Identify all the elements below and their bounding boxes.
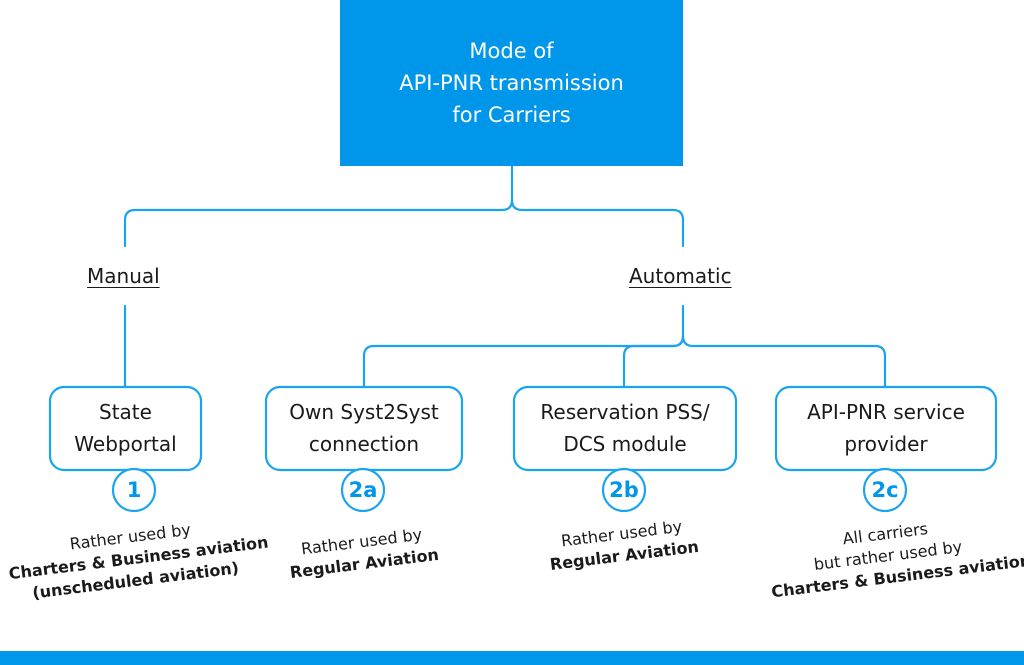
badge-circle-2c (862, 467, 908, 513)
badge-2c: 2c (871, 478, 899, 502)
connector-automatic-2c (681, 334, 887, 389)
node-service-provider: API-PNR service provider (776, 395, 996, 461)
node-state-webportal: State Webportal (50, 395, 201, 461)
footer-bar (0, 651, 1024, 665)
badge-circle-2b (601, 467, 647, 513)
node-line: State (99, 400, 152, 424)
node-line: DCS module (563, 432, 687, 456)
branch-automatic-label: Automatic (629, 264, 732, 288)
branch-manual-label: Manual (87, 264, 160, 288)
node-line: Reservation PSS/ (540, 400, 710, 424)
node-own-syst2syst: Own Syst2Syst connection (266, 395, 462, 461)
node-line: connection (308, 432, 420, 456)
badge-circle-2a (340, 467, 386, 513)
badge-circle-1 (111, 467, 157, 513)
node-line: API-PNR service (807, 400, 965, 424)
root-title: Mode of API-PNR transmission for Carrier… (340, 0, 683, 166)
node-line: provider (844, 432, 928, 456)
badge-2b: 2b (609, 478, 639, 502)
badge-1: 1 (126, 478, 142, 502)
root-line: for Carriers (452, 103, 571, 127)
root-box (340, 0, 683, 166)
node-line: Own Syst2Syst (289, 400, 439, 424)
badge-2a: 2a (348, 478, 378, 502)
node-reservation-pss: Reservation PSS/ DCS module (514, 395, 736, 461)
connector-automatic-2b (622, 334, 685, 389)
connector-root-right (510, 198, 685, 248)
node-line: Webportal (74, 432, 177, 456)
root-line: API-PNR transmission (399, 71, 624, 95)
connector-root-stem (123, 164, 514, 248)
root-line: Mode of (469, 39, 554, 63)
